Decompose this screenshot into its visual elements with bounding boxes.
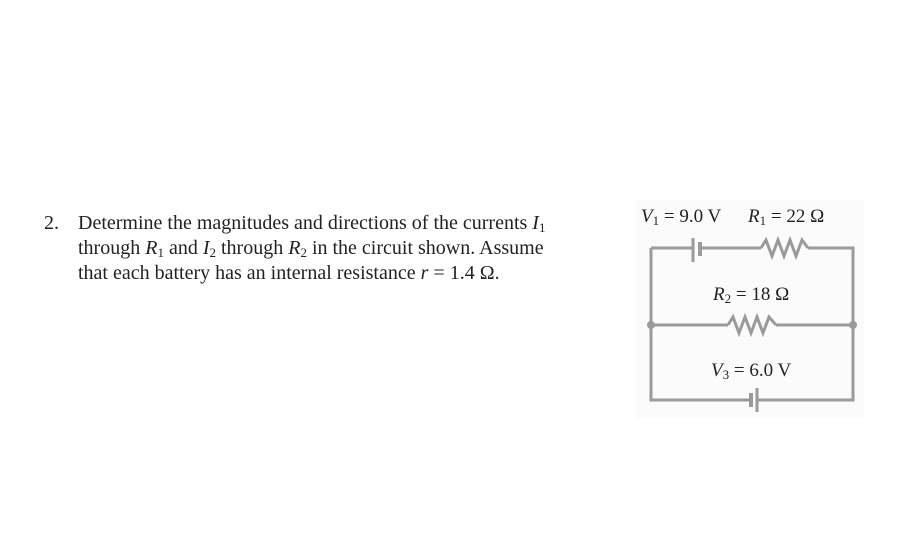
label-v1: V1 = 9.0 V bbox=[641, 206, 721, 228]
var: R bbox=[713, 284, 725, 305]
resistor-r2 bbox=[726, 312, 778, 338]
problem-line-2: through R1 and I2 through R2 in the circ… bbox=[78, 236, 544, 261]
var-I: I bbox=[202, 237, 210, 259]
text: through bbox=[78, 237, 146, 259]
var-R: R bbox=[288, 237, 301, 259]
text: in the circuit shown. Assume bbox=[306, 237, 544, 259]
sub: 3 bbox=[722, 367, 730, 382]
junction-left bbox=[647, 321, 655, 329]
junction-right bbox=[849, 321, 857, 329]
label-v3: V3 = 6.0 V bbox=[711, 360, 791, 382]
text: through bbox=[216, 237, 289, 259]
top-wire bbox=[649, 246, 855, 402]
sub: 1 bbox=[538, 220, 546, 235]
var-I: I bbox=[532, 212, 539, 234]
resistor-r1 bbox=[759, 235, 810, 261]
label-r1: R1 = 22 Ω bbox=[748, 206, 824, 228]
problem-line-3: that each battery has an internal resist… bbox=[78, 261, 500, 286]
text: = 1.4 Ω. bbox=[428, 262, 500, 284]
problem-number: 2. bbox=[44, 212, 59, 234]
var-r: r bbox=[420, 262, 429, 284]
text: that each battery has an internal resist… bbox=[78, 262, 421, 284]
problem-line-1: Determine the magnitudes and directions … bbox=[78, 211, 545, 236]
label-r2: R2 = 18 Ω bbox=[713, 284, 789, 306]
var: R bbox=[748, 206, 760, 227]
text: and bbox=[163, 237, 203, 259]
var-R: R bbox=[145, 237, 158, 259]
circuit-diagram: V1 = 9.0 V R1 = 22 Ω R2 = 18 Ω V3 = 6.0 … bbox=[636, 200, 864, 418]
value: = 18 Ω bbox=[731, 284, 790, 305]
var: V bbox=[711, 360, 723, 381]
circuit-wires bbox=[647, 235, 857, 412]
value: = 6.0 V bbox=[729, 360, 792, 381]
sub: 2 bbox=[724, 291, 732, 306]
sub: 1 bbox=[157, 245, 164, 260]
sub: 1 bbox=[759, 213, 767, 228]
text: Determine the magnitudes and directions … bbox=[78, 212, 533, 234]
var: V bbox=[641, 206, 653, 227]
sub: 2 bbox=[300, 245, 307, 260]
sub: 1 bbox=[652, 213, 660, 228]
sub: 2 bbox=[209, 245, 217, 260]
value: = 22 Ω bbox=[766, 206, 825, 227]
value: = 9.0 V bbox=[659, 206, 722, 227]
